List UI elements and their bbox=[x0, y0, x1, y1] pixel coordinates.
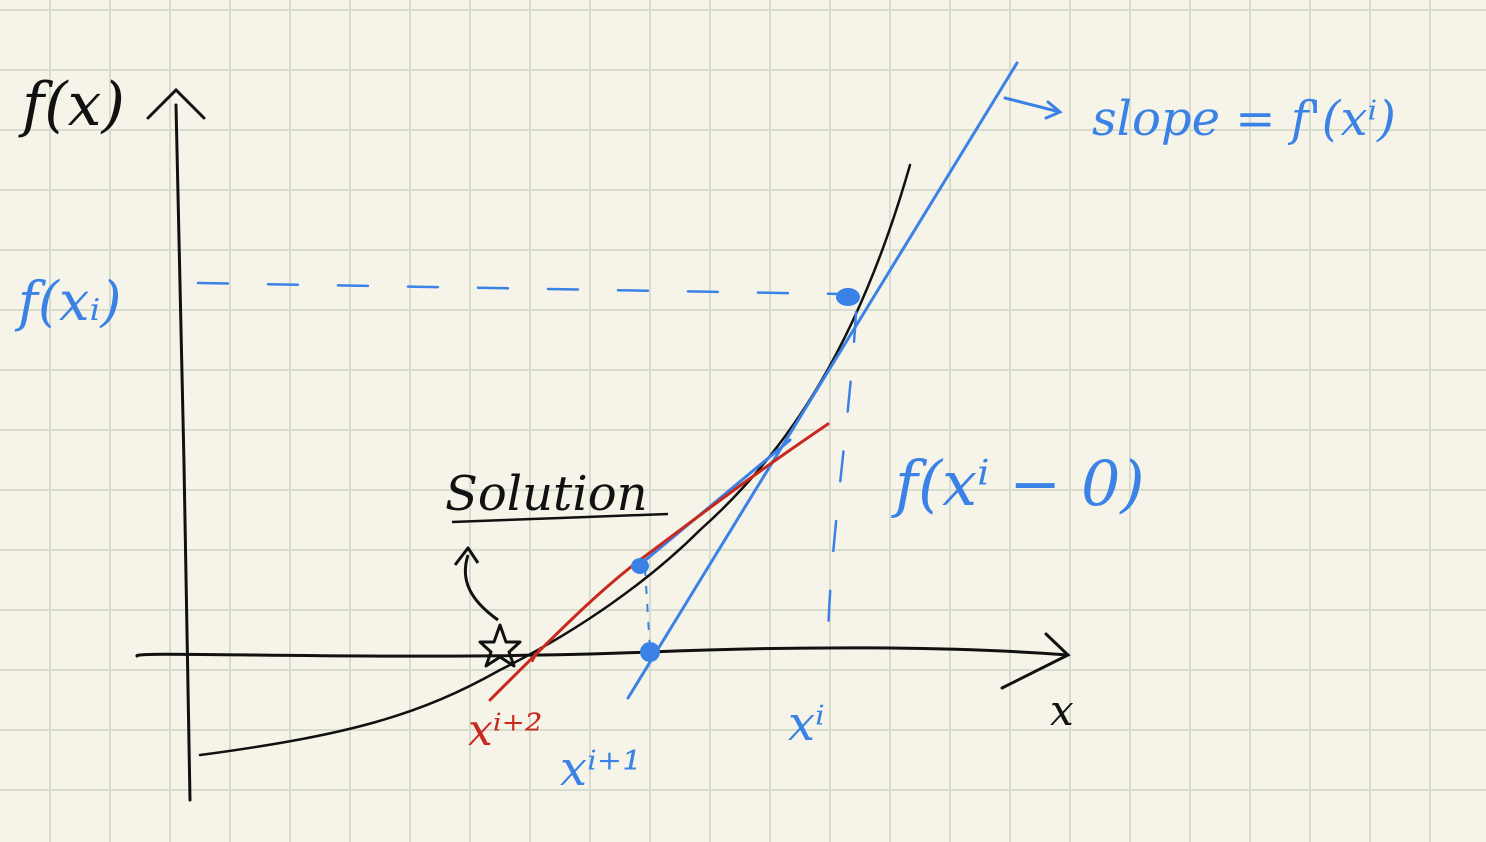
f-expression-label: f(xⁱ − 0) bbox=[891, 447, 1145, 520]
xi-dashed-line bbox=[826, 310, 858, 642]
x-axis-label: x bbox=[1050, 686, 1074, 735]
y-axis-arrowhead bbox=[146, 87, 206, 120]
tangent-at-xi bbox=[626, 61, 1019, 700]
f-xi-label: f(xᵢ) bbox=[14, 270, 121, 333]
solution-marker bbox=[453, 546, 522, 668]
axes bbox=[135, 87, 1071, 802]
function-curve bbox=[198, 163, 912, 757]
xi2-label: xⁱ⁺² bbox=[468, 705, 543, 756]
solution-underline bbox=[451, 512, 669, 524]
tangent-lines bbox=[626, 61, 1063, 700]
xi1-label: xⁱ⁺¹ bbox=[560, 741, 641, 797]
point-xi1-on-curve bbox=[631, 558, 649, 574]
slope-label: slope = f'(xⁱ) bbox=[1092, 91, 1396, 147]
point-xi-on-curve bbox=[836, 288, 860, 306]
solution-label: Solution bbox=[445, 466, 648, 522]
xi1-dashed-line bbox=[644, 567, 651, 651]
red-tick bbox=[531, 647, 541, 663]
x-axis bbox=[135, 646, 1070, 658]
y-axis bbox=[174, 103, 192, 802]
dashed-guides bbox=[196, 281, 858, 642]
solution-arrowhead bbox=[453, 546, 480, 566]
x-axis-arrowhead bbox=[1000, 632, 1071, 690]
xi-label: xⁱ bbox=[788, 696, 825, 752]
point-xi1-on-axis bbox=[640, 642, 660, 662]
points bbox=[631, 288, 860, 662]
f-xi-dashed-line bbox=[196, 281, 842, 296]
solution-arrow bbox=[463, 554, 499, 622]
star-icon bbox=[478, 623, 522, 668]
slope-arrow bbox=[1003, 96, 1063, 120]
y-axis-label: f(x) bbox=[18, 70, 125, 140]
